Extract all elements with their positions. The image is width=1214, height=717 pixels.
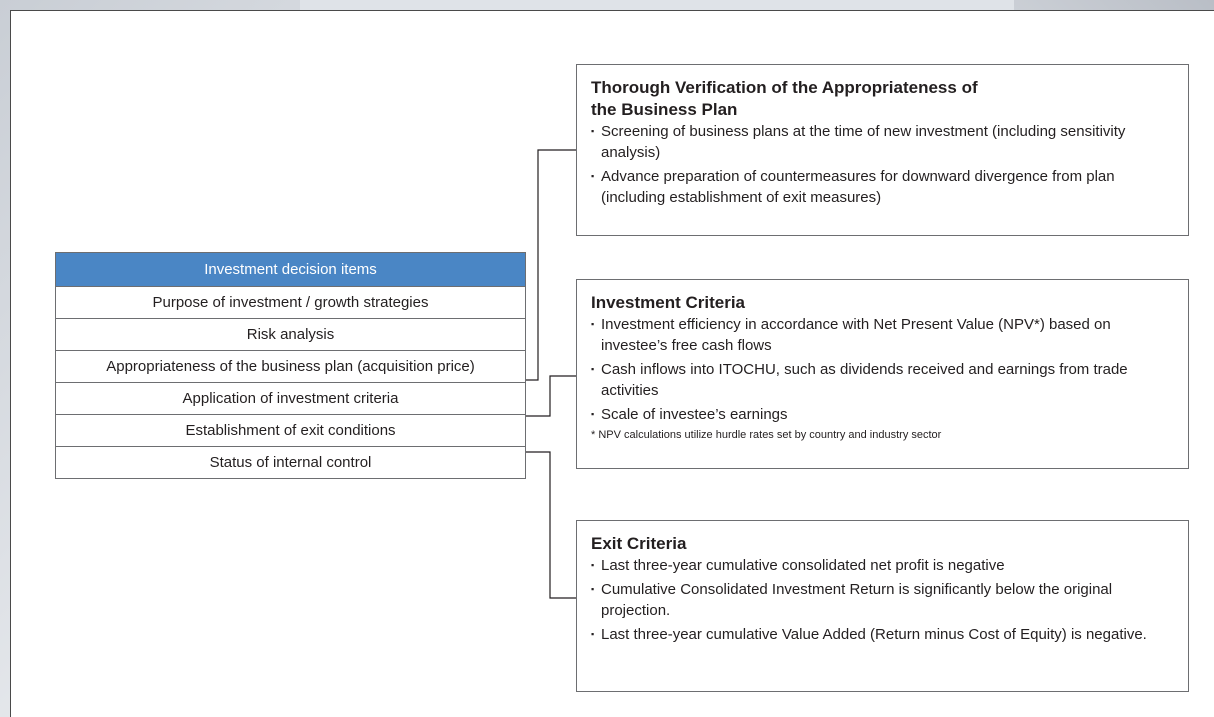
investment-decision-items-table: Investment decision items Purpose of inv… [55, 252, 526, 479]
item-risk-analysis: Risk analysis [56, 318, 525, 350]
verification-box: Thorough Verification of the Appropriate… [576, 64, 1189, 236]
criteria-title: Investment Criteria [591, 293, 745, 312]
verification-bullet-1: Screening of business plans at the time … [591, 121, 1174, 163]
item-business-plan: Appropriateness of the business plan (ac… [56, 350, 525, 382]
criteria-bullet-2: Cash inflows into ITOCHU, such as divide… [591, 359, 1174, 401]
criteria-bullet-3: Scale of investee’s earnings [591, 404, 1174, 425]
verification-title-line2: the Business Plan [591, 100, 738, 119]
verification-bullet-2: Advance preparation of countermeasures f… [591, 166, 1174, 208]
investment-criteria-box: Investment Criteria Investment efficienc… [576, 279, 1189, 469]
exit-bullet-3: Last three-year cumulative Value Added (… [591, 624, 1174, 645]
criteria-bullet-1: Investment efficiency in accordance with… [591, 314, 1174, 356]
item-investment-criteria: Application of investment criteria [56, 382, 525, 414]
exit-bullet-2: Cumulative Consolidated Investment Retur… [591, 579, 1174, 621]
exit-bullet-1: Last three-year cumulative consolidated … [591, 555, 1174, 576]
exit-title: Exit Criteria [591, 534, 687, 553]
criteria-footnote: * NPV calculations utilize hurdle rates … [591, 429, 942, 441]
verification-title-line1: Thorough Verification of the Appropriate… [591, 78, 978, 97]
item-exit-conditions: Establishment of exit conditions [56, 414, 525, 446]
item-purpose: Purpose of investment / growth strategie… [56, 286, 525, 318]
item-internal-control: Status of internal control [56, 446, 525, 478]
exit-criteria-box: Exit Criteria Last three-year cumulative… [576, 520, 1189, 692]
items-header: Investment decision items [56, 253, 525, 286]
